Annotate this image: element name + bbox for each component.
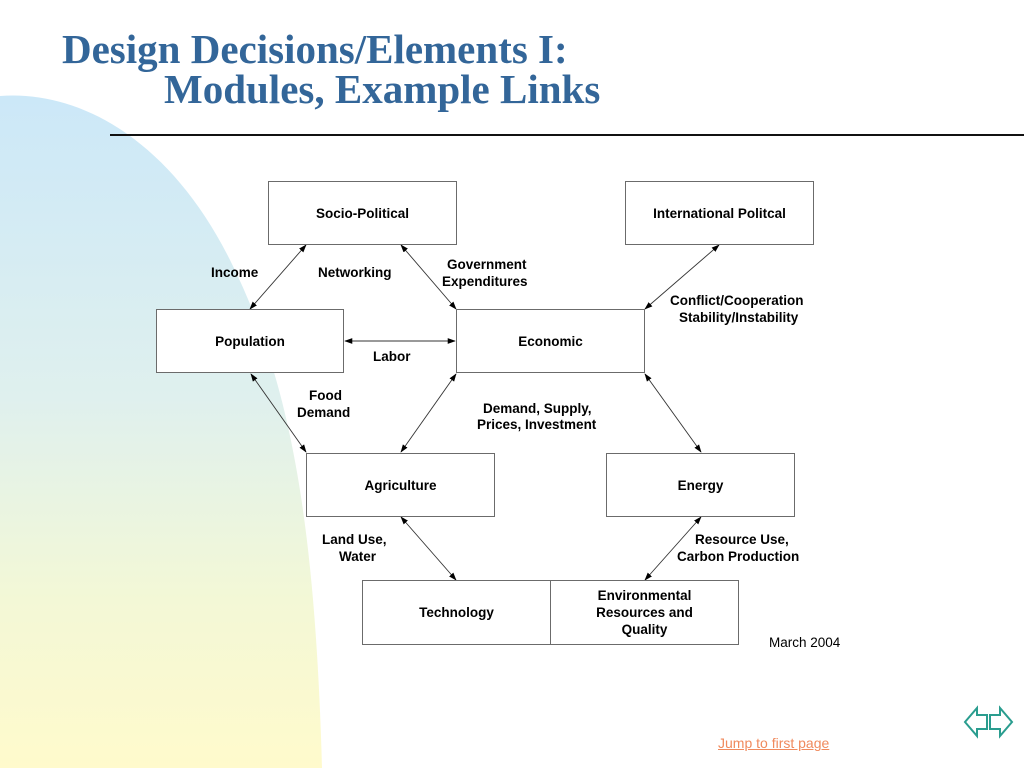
module-economic: Economic [456, 309, 645, 373]
slide-title-line-1: Design Decisions/Elements I: [62, 26, 568, 72]
link-label-resource-1: Resource Use, [695, 532, 789, 547]
link-label-resource-2: Carbon Production [677, 549, 800, 564]
link-label-demand-2: Prices, Investment [477, 417, 597, 432]
arrow-food-demand [250, 373, 307, 453]
slide-date: March 2004 [769, 635, 841, 650]
left-arrow-outline-icon [963, 705, 988, 739]
arrow-income [249, 244, 307, 310]
link-label-conflict-1: Conflict/Cooperation [670, 293, 804, 308]
link-label-conflict-2: Stability/Instability [679, 310, 799, 325]
module-international-political: International Politcal [625, 181, 814, 245]
arrow-conflict [644, 244, 720, 310]
right-arrow-outline-icon [989, 705, 1014, 739]
previous-slide-button[interactable] [963, 705, 989, 739]
link-label-gov-exp-1: Government [447, 257, 527, 272]
arrow-land-use [400, 516, 457, 581]
jump-to-first-page-link[interactable]: Jump to first page [718, 735, 830, 751]
link-label-food-2: Demand [297, 405, 351, 420]
arrow-energy [644, 373, 702, 453]
module-energy: Energy [606, 453, 795, 517]
module-environmental: Environmental Resources and Quality [550, 580, 739, 645]
module-technology: Technology [362, 580, 551, 645]
title-divider [110, 134, 1024, 136]
module-socio-political: Socio-Political [268, 181, 457, 245]
link-label-networking: Networking [318, 265, 392, 280]
arrow-gov-expenditures [400, 244, 457, 310]
link-label-demand-1: Demand, Supply, [483, 401, 592, 416]
slide-title-line-2: Modules, Example Links [164, 66, 601, 112]
next-slide-button[interactable] [988, 705, 1014, 739]
link-label-gov-exp-2: Expenditures [442, 274, 528, 289]
link-label-land-2: Water [339, 549, 377, 564]
arrow-demand-supply [400, 373, 457, 453]
link-label-labor: Labor [373, 349, 411, 364]
link-label-food-1: Food [309, 388, 342, 403]
module-agriculture: Agriculture [306, 453, 495, 517]
arrow-resource-use [644, 516, 702, 581]
module-population: Population [156, 309, 344, 373]
link-label-land-1: Land Use, [322, 532, 387, 547]
link-label-income: Income [211, 265, 259, 280]
